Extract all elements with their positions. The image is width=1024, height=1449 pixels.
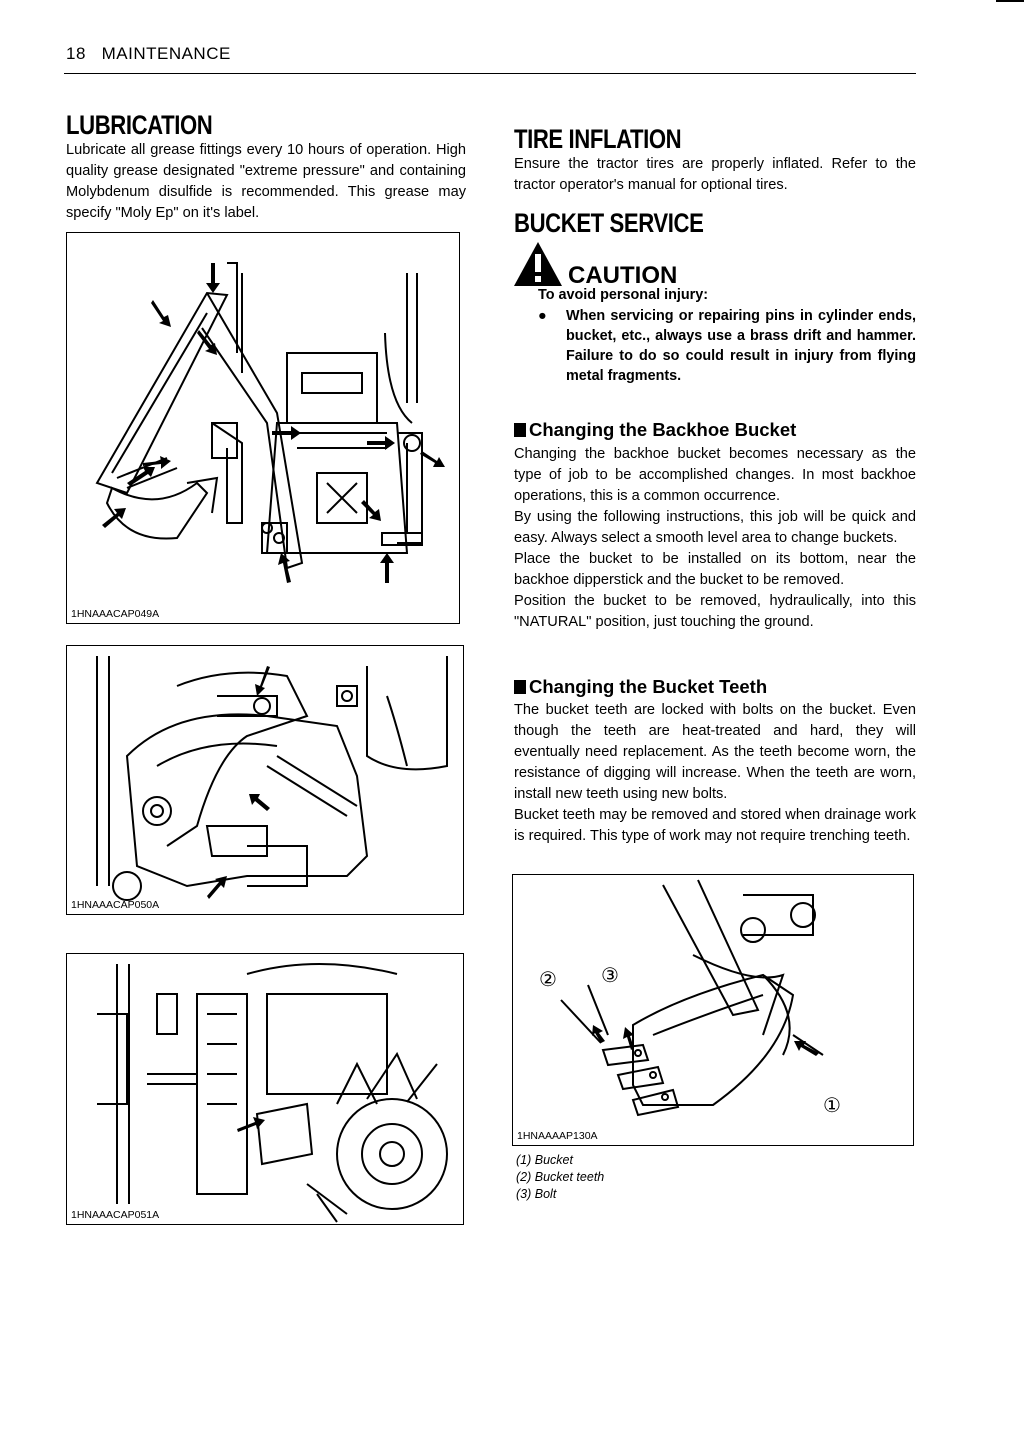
- tire-inflation-body: Ensure the tractor tires are properly in…: [514, 156, 916, 193]
- legend-item: (3) Bolt: [516, 1187, 557, 1201]
- changing-teeth-body: The bucket teeth are locked with bolts o…: [514, 702, 916, 844]
- caution-title: CAUTION: [568, 262, 678, 289]
- callout-1: ①: [823, 1095, 841, 1117]
- figure-legend: (1) Bucket (2) Bucket teeth (3) Bolt: [516, 1152, 604, 1203]
- figure-code: 1HNAAACAP051A: [71, 1209, 160, 1221]
- caution-bullet: ● When servicing or repairing pins in cy…: [538, 308, 916, 384]
- tire-inflation-title: TIRE INFLATION: [514, 124, 682, 154]
- warning-triangle-icon: [514, 242, 562, 286]
- lubrication-body: Lubricate all grease fittings every 10 h…: [66, 142, 466, 221]
- figure-code: 1HNAAACAP050A: [71, 899, 160, 911]
- lubrication-title: LUBRICATION: [66, 110, 213, 140]
- figure-code: 1HNAAACAP049A: [71, 608, 160, 620]
- figure-backhoe-grease-points: 1HNAAACAP049A: [66, 232, 460, 624]
- figure-swing-frame-grease: 1HNAAACAP050A: [66, 645, 464, 915]
- grease-point-arrows: [237, 1117, 265, 1132]
- backhoe-illustration: [95, 262, 445, 583]
- callout-2: ②: [539, 969, 557, 991]
- page-header: 18 MAINTENANCE: [66, 44, 231, 64]
- callout-arrows: [592, 1025, 819, 1056]
- figure-bucket-teeth: ② ③ ① 1HNAAAAP130A: [512, 874, 914, 1146]
- legend-item: (2) Bucket teeth: [516, 1170, 605, 1184]
- swing-frame-illustration: [96, 656, 448, 901]
- square-bullet-icon: [514, 423, 526, 437]
- page-number: 18: [66, 44, 86, 63]
- header-rule: [64, 73, 916, 74]
- changing-bucket-body: Changing the backhoe bucket becomes nece…: [514, 446, 916, 630]
- mount-illustration: [97, 963, 448, 1223]
- bullet-icon: ●: [538, 308, 547, 324]
- grease-point-arrows: [207, 666, 270, 899]
- caution-lead: To avoid personal injury:: [538, 287, 709, 303]
- legend-item: (1) Bucket: [516, 1153, 573, 1167]
- figure-code: 1HNAAAAP130A: [517, 1130, 598, 1142]
- bucket-teeth-illustration: [560, 879, 824, 1117]
- changing-bucket-title: Changing the Backhoe Bucket: [514, 419, 796, 441]
- bucket-service-title: BUCKET SERVICE: [514, 208, 704, 238]
- grease-point-arrows: [102, 263, 445, 583]
- figure-mount-grease: 1HNAAACAP051A: [66, 953, 464, 1225]
- square-bullet-icon: [514, 680, 526, 694]
- page-corner-mark: [996, 0, 1024, 2]
- section-title: MAINTENANCE: [101, 44, 231, 63]
- changing-teeth-title: Changing the Bucket Teeth: [514, 676, 767, 698]
- callout-3: ③: [601, 965, 619, 987]
